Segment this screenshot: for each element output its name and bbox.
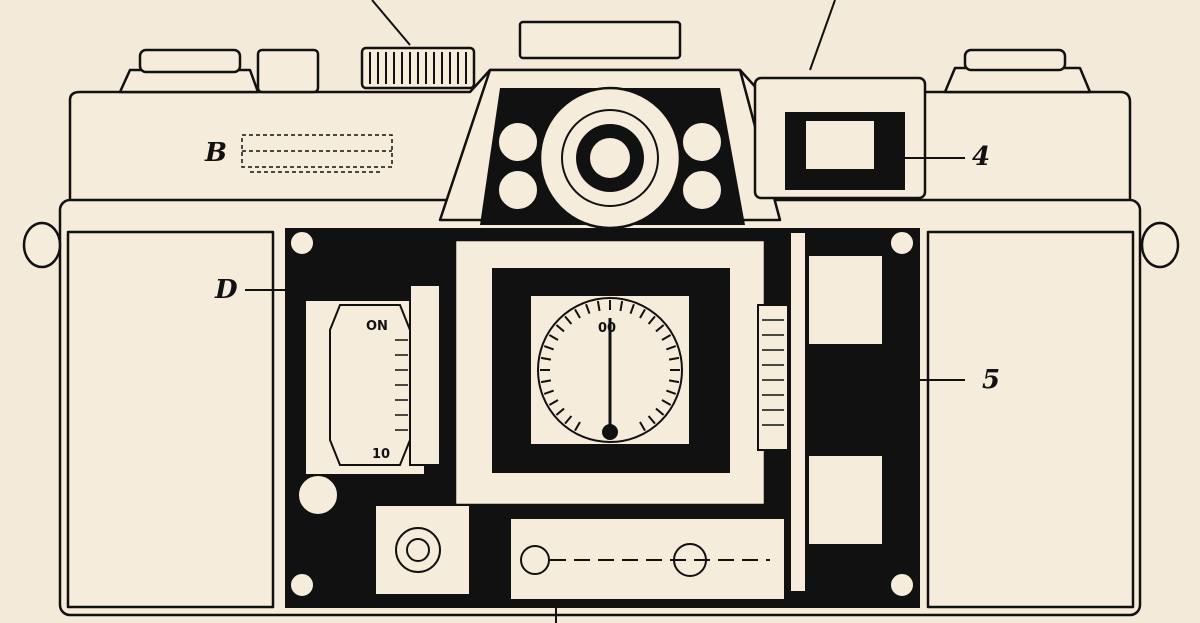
top-button xyxy=(256,48,320,94)
right-gear-roller xyxy=(757,304,789,451)
meter-tick xyxy=(564,415,573,425)
meter-tick xyxy=(540,356,552,361)
left-leatherette-panel xyxy=(66,230,275,609)
cartridge-ten-label: 10 xyxy=(372,447,390,462)
meter-tick xyxy=(555,407,565,416)
label-d: D xyxy=(215,275,238,305)
meter-tick xyxy=(639,421,646,432)
label-5: 5 xyxy=(982,365,1001,395)
upper-spool-block xyxy=(807,254,884,346)
meter-tick xyxy=(666,389,677,395)
right-leatherette-panel xyxy=(926,230,1135,609)
cartridge-drum xyxy=(329,304,411,466)
leader-line-left xyxy=(371,0,411,46)
lower-spool-block xyxy=(807,454,884,546)
meter-tick xyxy=(647,415,656,425)
meter-tick xyxy=(661,334,672,341)
meter-tick xyxy=(661,399,672,406)
sync-dial-lens xyxy=(590,138,630,178)
meter-tick xyxy=(564,315,573,325)
film-advance-knob-cap xyxy=(963,48,1067,72)
meter-tick xyxy=(655,324,665,333)
meter-tick xyxy=(540,379,552,384)
meter-tick xyxy=(543,345,554,351)
meter-tick xyxy=(668,356,680,361)
meter-tick xyxy=(647,315,656,325)
meter-pivot xyxy=(602,424,618,440)
film-advance-knob xyxy=(943,66,1092,94)
shutter-release-center xyxy=(406,538,430,562)
meter-tick xyxy=(585,303,591,314)
cartridge-scale-ticks xyxy=(395,339,408,431)
accessory-shoe xyxy=(518,20,682,60)
meter-tick xyxy=(655,407,665,416)
cartridge-on-label: ON xyxy=(366,319,388,334)
meter-tick xyxy=(639,308,646,319)
label-4: 4 xyxy=(972,142,991,172)
bottom-shaft-left-screw xyxy=(520,545,550,575)
rewind-knob-cap xyxy=(138,48,242,74)
meter-tick xyxy=(548,399,559,406)
meter-ticks xyxy=(540,300,680,432)
right-strap-lug xyxy=(1140,221,1180,269)
label-b: B xyxy=(205,138,227,168)
corner-screws xyxy=(289,230,915,598)
meter-scale-label: 00 xyxy=(598,321,616,336)
meter-tick xyxy=(548,334,559,341)
meter-tick xyxy=(668,379,680,384)
left-sprocket-roller xyxy=(409,284,441,466)
nameplate-outline xyxy=(241,134,393,173)
meter-tick xyxy=(543,389,554,395)
prism-rollers xyxy=(497,121,723,211)
meter-tick xyxy=(666,345,677,351)
rewind-knob xyxy=(118,68,260,94)
meter-tick xyxy=(619,300,624,312)
meter-tick xyxy=(629,303,635,314)
rangefinder-window-glass xyxy=(804,119,876,171)
meter-tick xyxy=(555,324,565,333)
meter-tick xyxy=(574,421,581,432)
meter-tick xyxy=(574,308,581,319)
gear-teeth xyxy=(762,319,784,426)
shutter-dial-knurl xyxy=(369,52,467,84)
meter-tick xyxy=(596,300,601,312)
left-strap-lug xyxy=(22,221,62,269)
leader-line-right xyxy=(809,0,836,71)
hatched-guide-rail xyxy=(789,231,807,593)
bottom-left-roller xyxy=(297,474,339,516)
